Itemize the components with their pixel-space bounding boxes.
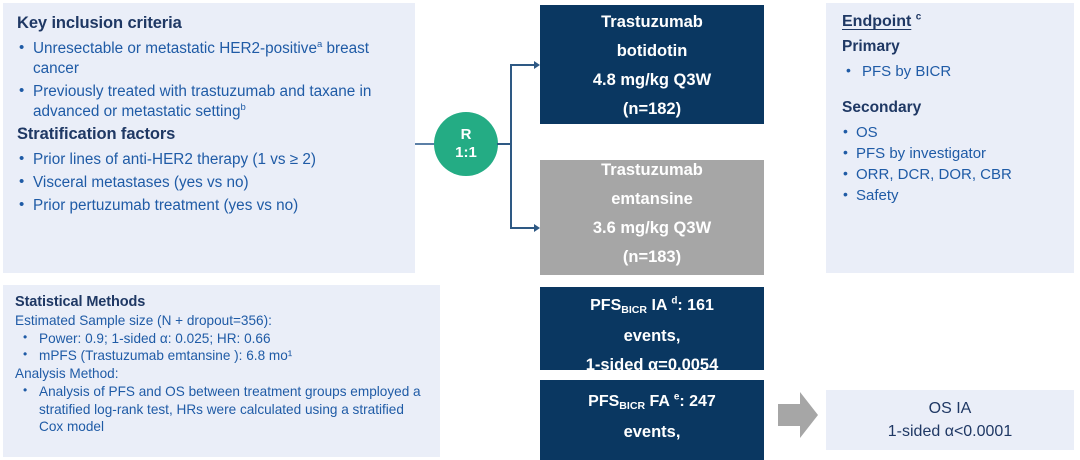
key-inclusion-criteria-panel: Key inclusion criteria Unresectable or m… [3,3,415,273]
pfs-label: FA [645,393,674,410]
stratification-factors-list: Prior lines of anti-HER2 therapy (1 vs ≥… [17,149,403,216]
pfs-prefix: PFS [588,393,620,410]
pfs-subscript: BICR [621,304,648,316]
control-arm-box: Trastuzumab emtansine 3.6 mg/kg Q3W (n=1… [540,160,764,275]
pfs-label: IA [647,297,672,314]
arm-line: emtansine [611,190,693,208]
experimental-arm-box: Trastuzumab botidotin 4.8 mg/kg Q3W (n=1… [540,5,764,124]
footnote-marker-d: d [671,295,678,307]
list-item: ORR, DCR, DOR, CBR [842,163,1066,185]
list-item: Power: 0.9; 1-sided α: 0.025; HR: 0.66 [15,329,430,347]
endpoint-panel: Endpoint c Primary PFS by BICR Secondary… [826,3,1074,273]
secondary-endpoint-list: OS PFS by investigator ORR, DCR, DOR, CB… [842,121,1066,206]
analysis-method-line: Analysis Method: [15,366,119,381]
arm-line: 3.6 mg/kg Q3W [592,219,712,237]
analysis-method-bullets: Analysis of PFS and OS between treatment… [15,382,430,436]
pfs-subscript: BICR [619,400,646,412]
arm-line: (n=182) [622,100,682,118]
pfs-value: : 247 [679,393,716,410]
criterion-text-rest: breast cancer [33,40,370,77]
primary-endpoint-list: PFS by BICR [842,60,1066,82]
randomization-label: R [460,126,472,143]
arrowhead-icon [534,224,540,232]
list-item: PFS by investigator [842,142,1066,164]
pfs-prefix: PFS [590,297,622,314]
secondary-endpoint-heading: Secondary [842,99,922,116]
panel-to-randomization-connector [415,143,435,145]
arm-line: botidotin [616,42,688,60]
stratification-heading: Stratification factors [17,125,176,143]
footnote-marker-a: a [316,38,323,50]
statistical-methods-panel: Statistical Methods Estimated Sample siz… [3,285,440,457]
randomization-out-connector [497,143,512,145]
primary-endpoint-heading: Primary [842,38,900,55]
list-item: PFS by BICR [842,60,1066,82]
footnote-marker-c: c [915,11,922,23]
list-item: OS [842,121,1066,143]
endpoint-title-text: Endpoint [842,13,912,30]
criterion-text: Unresectable or metastatic HER2-positive [33,40,317,57]
arm-line: (n=183) [622,248,682,266]
statistical-methods-heading: Statistical Methods [15,294,146,310]
pfs-fa-line2: events, [623,423,681,441]
list-item: Prior lines of anti-HER2 therapy (1 vs ≥… [17,149,403,170]
footnote-marker-b: b [240,101,246,113]
list-item: Prior pertuzumab treatment (yes vs no) [17,195,403,216]
pfs-value: : 161 [677,297,714,314]
os-ia-line1: OS IA [928,400,972,417]
list-item: mPFS (Trastuzumab emtansine ): 6.8 mo¹ [15,346,430,364]
list-item: Previously treated with trastuzumab and … [17,81,403,122]
inclusion-criteria-list: Unresectable or metastatic HER2-positive… [17,38,403,122]
arm-line: Trastuzumab [601,13,703,31]
randomization-node: R 1:1 [434,112,498,176]
randomization-branch-vertical [510,64,512,229]
list-item: Unresectable or metastatic HER2-positive… [17,38,403,79]
branch-to-control-arm [510,227,538,229]
endpoint-title: Endpoint c [842,11,1066,31]
right-arrow-icon [778,392,818,438]
arm-line: Trastuzumab [601,161,703,179]
list-item: Visceral metastases (yes vs no) [17,172,403,193]
os-ia-line2: 1-sided α<0.0001 [887,423,1013,440]
pfs-ia-box: PFSBICR IA d: 161 events, 1-sided α=0.00… [540,287,764,370]
os-ia-box: OS IA 1-sided α<0.0001 [826,390,1074,450]
inclusion-heading: Key inclusion criteria [17,14,182,32]
arm-line: 4.8 mg/kg Q3W [592,71,712,89]
arrowhead-icon [534,61,540,69]
pfs-ia-headline: PFSBICR IA d: 161 [540,291,764,322]
randomization-ratio: 1:1 [455,144,477,161]
sample-size-line: Estimated Sample size (N + dropout=356): [15,313,272,328]
pfs-ia-line3: 1-sided α=0.0054 [585,356,719,370]
criterion-text: Previously treated with trastuzumab and … [33,83,372,120]
footnote-marker-e: e [673,391,680,403]
pfs-ia-line2: events, [623,327,681,345]
spacer [842,82,1066,96]
sample-size-bullets: Power: 0.9; 1-sided α: 0.025; HR: 0.66 m… [15,329,430,364]
list-item: Safety [842,184,1066,206]
branch-to-experimental-arm [510,64,538,66]
list-item: Analysis of PFS and OS between treatment… [15,382,430,436]
pfs-fa-box: PFSBICR FA e: 247 events, [540,380,764,460]
pfs-fa-headline: PFSBICR FA e: 247 [540,387,764,418]
